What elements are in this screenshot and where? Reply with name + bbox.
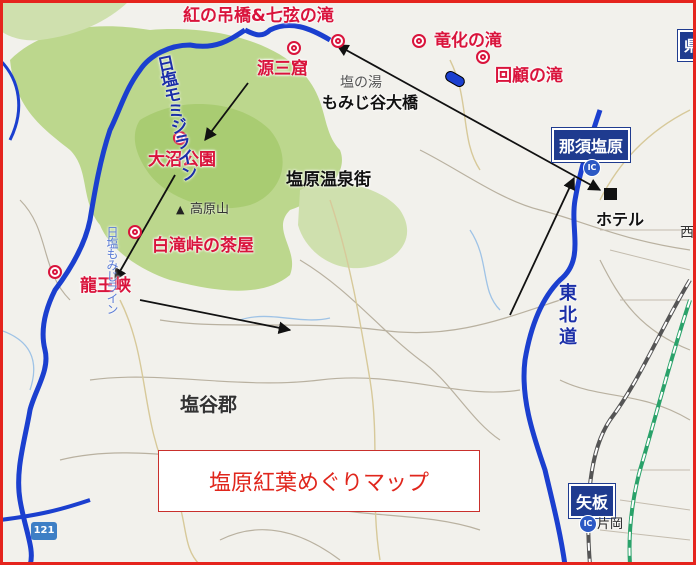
- road-label-momiji-line-faint: 日塩もみじライン: [105, 226, 119, 314]
- spot-label-onuma[interactable]: 大沼公園: [148, 150, 216, 170]
- spot-label-ryuo[interactable]: 龍王峡: [80, 276, 131, 296]
- route-arrow-hotel-kurenai: [335, 44, 602, 191]
- route-arrow-onuma-ryuo: [114, 174, 176, 282]
- place-label-momiji-bridge: もみじ谷大橋: [322, 93, 419, 112]
- road-label-tohoku-expressway: 東北道: [556, 283, 577, 349]
- spot-label-kurenai[interactable]: 紅の吊橋&七弦の滝: [183, 6, 334, 26]
- route-arrow-return-hotel: [509, 176, 575, 316]
- place-label-hotel: ホテル: [596, 210, 645, 229]
- ic-box-nasushiobara: 那須塩原: [552, 128, 631, 162]
- edge-label-ken: 県: [678, 30, 696, 61]
- spot-label-shirataki[interactable]: 白滝峠の茶屋: [152, 236, 254, 256]
- place-label-onsen-town: 塩原温泉街: [286, 170, 371, 190]
- spot-label-ryuka[interactable]: 竜化の滝: [434, 31, 502, 51]
- route-arrow-ryuo-southeast: [139, 299, 292, 334]
- spot-marker-shirataki-icon[interactable]: [128, 225, 142, 239]
- mountain-icon: ▲: [176, 203, 185, 216]
- place-label-shiono-yu: 塩の湯: [340, 75, 382, 91]
- spot-marker-ryuo-icon[interactable]: [48, 265, 62, 279]
- spot-marker-kaiko-icon[interactable]: [476, 50, 490, 64]
- ic-badge-nasushiobara-icon: IC: [583, 159, 601, 177]
- tohoku-expressway-line: [521, 109, 603, 565]
- map-title-box: 塩原紅葉めぐりマップ: [158, 450, 480, 512]
- ic-box-yaita: 矢板: [569, 484, 616, 518]
- hotel-icon: [604, 188, 617, 200]
- forest-area-mid: [298, 182, 408, 269]
- spot-label-gensan[interactable]: 源三窟: [257, 59, 308, 79]
- spot-label-kaiko[interactable]: 回顧の滝: [495, 66, 563, 86]
- route-121-badge: 121: [31, 522, 57, 540]
- ic-badge-yaita-icon: IC: [579, 515, 597, 533]
- route-arrow-gensan-onuma: [204, 82, 249, 142]
- place-label-nishi: 西: [680, 225, 694, 241]
- map-title: 塩原紅葉めぐりマップ: [208, 471, 429, 496]
- spot-marker-ryuka-icon[interactable]: [412, 34, 426, 48]
- place-label-kataoka: 片岡: [597, 517, 624, 532]
- place-label-takaharayama: 高原山: [190, 202, 230, 217]
- spot-marker-kurenai-icon[interactable]: [331, 34, 345, 48]
- area-label-shioya-gun: 塩谷郡: [180, 394, 238, 416]
- spot-marker-gensan-icon[interactable]: [287, 41, 301, 55]
- momiji-line-route: [16, 27, 247, 565]
- forest-area-nw: [0, 0, 130, 41]
- spot-marker-onuma-icon[interactable]: [173, 131, 187, 145]
